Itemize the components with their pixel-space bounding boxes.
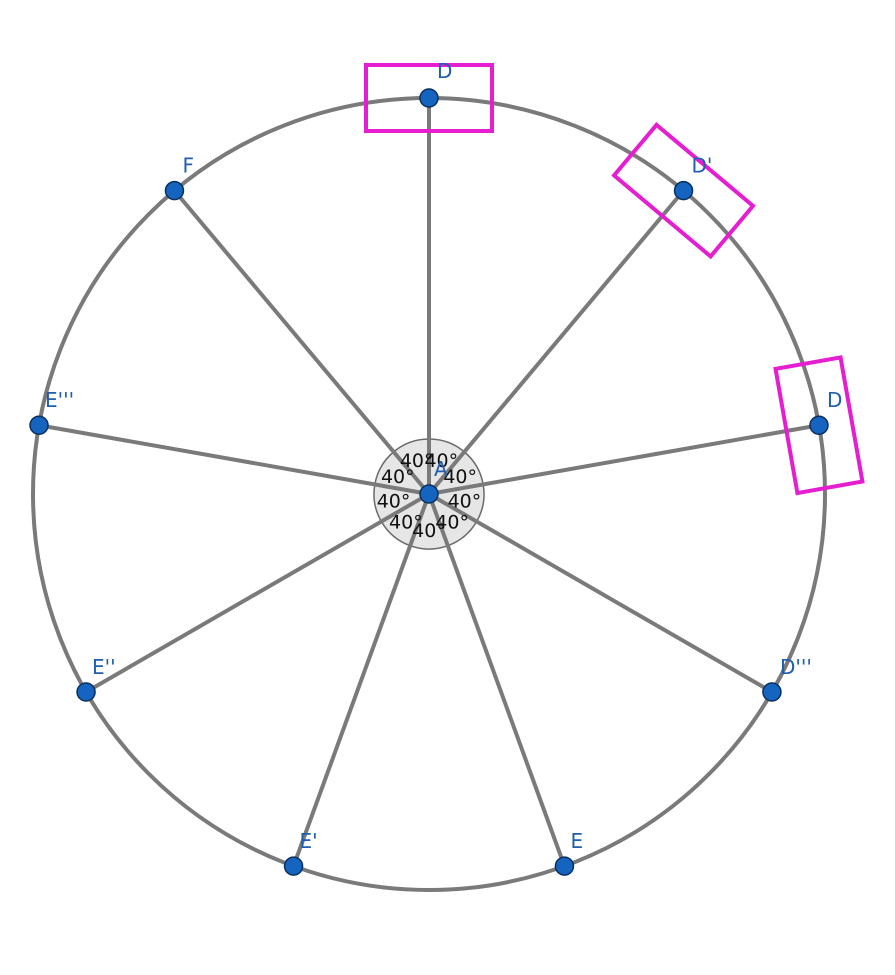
point-p-d2[interactable]: [809, 415, 829, 435]
angle-label: 40°: [448, 490, 482, 512]
angle-label: 40°: [424, 450, 458, 472]
highlight-box: [773, 355, 865, 496]
radius-segment[interactable]: [427, 423, 821, 496]
point-p-d1[interactable]: [673, 180, 694, 201]
point-label: F: [182, 154, 194, 178]
angle-label: 40°: [443, 466, 477, 488]
point-p-top[interactable]: [419, 88, 439, 108]
angle-label: 40°: [435, 512, 469, 534]
highlight-boxes: [364, 63, 865, 496]
point-p-e[interactable]: [554, 856, 575, 876]
angle-label: 40°: [389, 512, 423, 534]
radii: [37, 96, 821, 869]
center-label: A: [434, 457, 448, 481]
point-label: E': [300, 829, 318, 853]
point-p-f[interactable]: [164, 180, 185, 201]
angle-label: 40°: [381, 466, 415, 488]
circle-points: D D' D D''' E E' E'' E''' F: [29, 59, 842, 876]
angle-label: 40°: [412, 520, 446, 542]
point-label: D: [437, 59, 452, 83]
radius-segment[interactable]: [427, 492, 567, 869]
point-p-d3[interactable]: [762, 682, 782, 702]
highlight-rect: [364, 63, 494, 133]
angle-sectors: [373, 438, 485, 550]
point-label: E: [570, 829, 583, 853]
point-label: E''': [45, 388, 74, 412]
angle-label: 40°: [377, 490, 411, 512]
radius-segment[interactable]: [291, 492, 431, 869]
radius-segment[interactable]: [84, 492, 431, 694]
center-point[interactable]: [419, 484, 439, 504]
angle-labels: 40°40°40°40°40°40°40°40°40°: [377, 450, 482, 542]
point-label: D': [692, 154, 713, 178]
point-label: D: [827, 388, 842, 412]
point-label: D''': [780, 655, 812, 679]
highlight-box: [364, 63, 494, 133]
highlight-rect: [773, 355, 865, 496]
highlight-rect: [611, 122, 756, 260]
point-p-e1[interactable]: [283, 856, 304, 876]
radius-segment[interactable]: [37, 423, 431, 496]
point-p-e3[interactable]: [29, 415, 49, 435]
point-p-e2[interactable]: [76, 682, 96, 702]
radius-segment[interactable]: [427, 188, 686, 496]
highlight-box: [611, 122, 756, 260]
radius-segment[interactable]: [172, 188, 431, 496]
angle-label: 40°: [400, 450, 434, 472]
radius-segment[interactable]: [427, 492, 774, 694]
point-label: E'': [92, 655, 116, 679]
